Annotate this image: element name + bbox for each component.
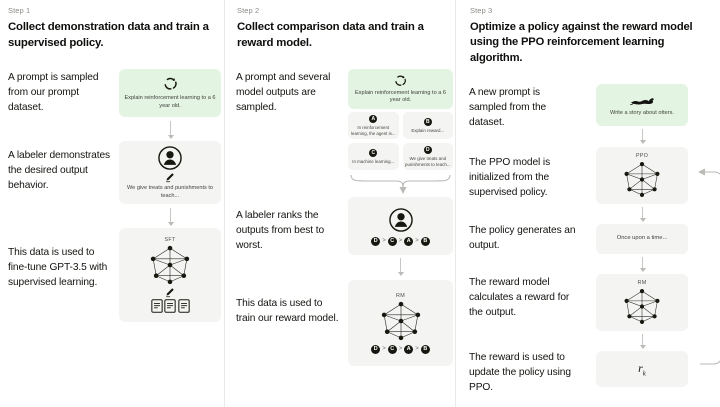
- step-1-sft-card: SFT: [119, 228, 221, 323]
- step-3-prompt-card: Write a story about otters.: [596, 84, 688, 127]
- step-3-column: Step 3 Optimize a policy against the rew…: [455, 0, 720, 407]
- step-2-output-a: A In reinforcement learning, the agent i…: [348, 112, 399, 140]
- step-2-arrow-1: [397, 258, 404, 277]
- step-2-output-d-text: We give treats and punishments to teach.…: [405, 156, 451, 167]
- step-2-rm-card: RM D > C > A >: [348, 280, 453, 367]
- rank-sep: >: [415, 238, 419, 245]
- step-3-output-text: Once upon a time...: [616, 235, 668, 242]
- step-1-caption-3: This data is used to fine-tune GPT-3.5 w…: [8, 247, 108, 289]
- step-2-output-d: D We give treats and punishments to teac…: [402, 143, 453, 171]
- recycle-arrowhead: [172, 78, 175, 82]
- rank-1: D: [371, 344, 381, 354]
- rank-sep: >: [398, 238, 403, 245]
- neural-network-icon: [624, 162, 660, 198]
- recycle-icon: [164, 78, 177, 91]
- loop-arrowhead: [698, 168, 705, 176]
- step-1-title: Collect demonstration data and train a s…: [8, 21, 209, 49]
- step-2-caption-3: This data is used to train our reward mo…: [236, 298, 339, 325]
- step-3-arrow-3: [639, 257, 646, 273]
- step-2-body: A prompt and several model outputs are s…: [235, 61, 453, 396]
- token-d: D: [423, 146, 432, 155]
- token-c: C: [369, 149, 378, 158]
- step-2-rm-label: RM: [396, 292, 405, 299]
- step-3-caption-2: The PPO model is initialized from the su…: [469, 157, 551, 199]
- otter-icon: [630, 97, 654, 105]
- token-b: B: [423, 118, 432, 127]
- step-3-rm-card: RM: [596, 274, 688, 332]
- step-2-ranking-row: D > C > A > B: [371, 236, 430, 246]
- step-3-caption-4: The reward model calculates a reward for…: [469, 277, 570, 319]
- rank-sep: >: [415, 346, 419, 353]
- step-1-arrow-2: [167, 208, 174, 227]
- step-3-arrow-1: [639, 129, 646, 145]
- neural-network-icon: [624, 289, 660, 325]
- step-2-caption-1: A prompt and several model outputs are s…: [236, 72, 331, 114]
- rank-3: A: [404, 236, 414, 246]
- neural-network-icon: [381, 301, 420, 341]
- rank-3: A: [404, 344, 414, 354]
- recycle-icon: [395, 75, 406, 86]
- step-3-prompt-text: Write a story about otters.: [610, 109, 674, 116]
- step-3-feedback-loop: [698, 168, 720, 365]
- step-1-caption-1: A prompt is sampled from our prompt data…: [8, 72, 99, 114]
- step-2-output-c-text: In machine learning...: [352, 159, 395, 165]
- step-3-arrow-4: [639, 334, 646, 350]
- step-3-output-card: Once upon a time...: [596, 224, 688, 255]
- step-3-caption-5: The reward is used to update the policy …: [469, 352, 571, 394]
- rank-sep: >: [382, 238, 386, 245]
- token-a: A: [369, 115, 378, 124]
- step-3-ppo-label: PPO: [635, 153, 649, 160]
- step-3-reward-card: rk: [596, 351, 688, 388]
- step-3-ppo-card: PPO: [596, 147, 688, 205]
- step-2-output-c: C In machine learning...: [348, 143, 399, 171]
- step-1-labeler-card: We give treats and punishments to teach.…: [119, 141, 221, 205]
- step-2-output-a-text: In reinforcement learning, the agent is.…: [351, 125, 396, 136]
- neural-network-icon: [150, 246, 190, 285]
- step-1-column: Step 1 Collect demonstration data and tr…: [0, 0, 224, 407]
- step-1-sft-label: SFT: [164, 237, 176, 244]
- step-2-ranking-card: D > C > A > B: [348, 197, 453, 256]
- rank-sep: >: [382, 346, 386, 353]
- step-3-caption-3: The policy generates an output.: [469, 225, 576, 252]
- step-2-prompt-text: Explain reinforcement learning to a 6 ye…: [354, 89, 447, 104]
- step-2-column: Step 2 Collect comparison data and train…: [224, 0, 455, 407]
- step-3-arrow-2: [639, 207, 646, 223]
- step-1-arrow-1: [167, 121, 174, 140]
- step-2-outputs-grid: A In reinforcement learning, the agent i…: [348, 112, 453, 171]
- step-2-title: Collect comparison data and train a rewa…: [237, 21, 424, 49]
- pencil-icon: [166, 288, 174, 298]
- step-3-body: A new prompt is sampled from the dataset…: [468, 76, 720, 406]
- rank-sep: >: [398, 346, 403, 353]
- rank-2: C: [387, 344, 397, 354]
- rank-1: D: [371, 236, 381, 246]
- step-1-prompt-card: Explain reinforcement learning to a 6 ye…: [119, 69, 221, 118]
- step-3-title: Optimize a policy against the reward mod…: [470, 21, 693, 64]
- rank-2: C: [387, 236, 397, 246]
- step-2-label: Step 2: [237, 6, 260, 15]
- step-1-body: A prompt is sampled from our prompt data…: [6, 61, 221, 391]
- step-2-caption-2: A labeler ranks the outputs from best to…: [236, 210, 325, 252]
- step-1-prompt-text: Explain reinforcement learning to a 6 ye…: [124, 95, 216, 109]
- documents-icon: [150, 299, 190, 314]
- rank-4: B: [420, 236, 430, 246]
- step-1-caption-2: A labeler demonstrates the desired outpu…: [8, 150, 110, 192]
- step-1-labeler-text: We give treats and punishments to teach.…: [126, 185, 214, 199]
- step-3-caption-1: A new prompt is sampled from the dataset…: [469, 87, 547, 129]
- pencil-icon: [166, 173, 174, 183]
- reward-symbol: rk: [638, 361, 646, 378]
- step-3-rm-label: RM: [637, 280, 647, 287]
- person-icon: [158, 146, 182, 171]
- step-3-label: Step 3: [470, 6, 493, 15]
- rank-4: B: [420, 344, 430, 354]
- step-2-output-b: B Explain reward...: [402, 112, 453, 140]
- person-icon: [388, 208, 413, 232]
- step-2-converging-bracket: [350, 175, 451, 195]
- step-2-output-b-text: Explain reward...: [411, 128, 445, 134]
- step-2-rm-ranking-row: D > C > A > B: [371, 344, 430, 354]
- step-2-prompt-card: Explain reinforcement learning to a 6 ye…: [348, 69, 453, 110]
- step-1-label: Step 1: [8, 6, 31, 15]
